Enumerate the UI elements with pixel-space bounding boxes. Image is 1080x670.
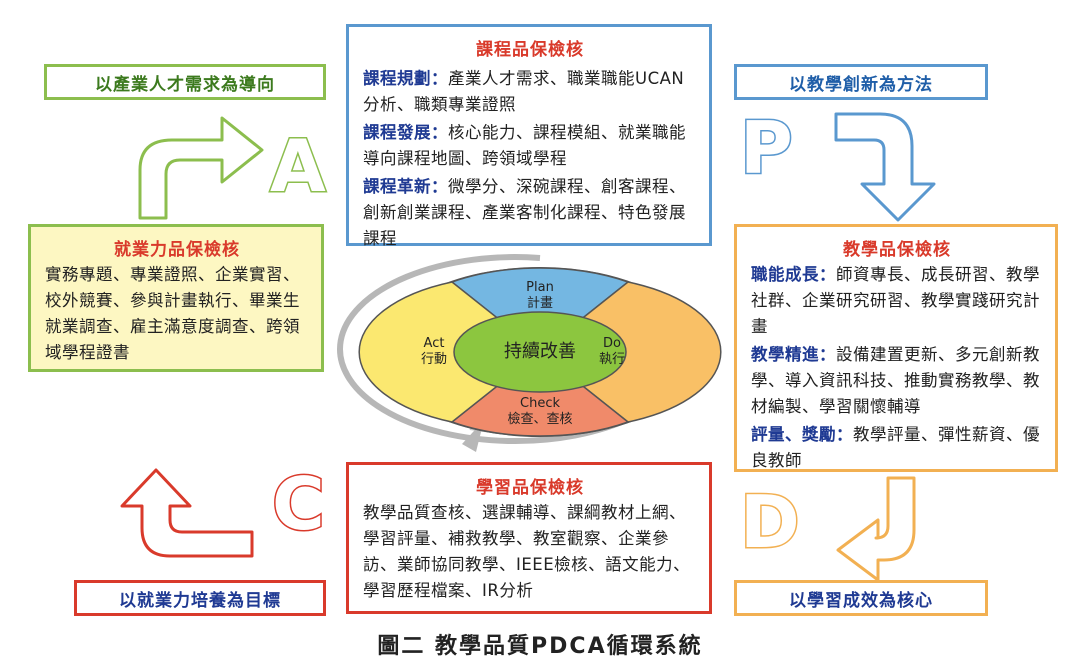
label-teaching-innovation: 以教學創新為方法	[734, 64, 988, 100]
label-employability-goal: 以就業力培養為目標	[74, 580, 326, 616]
course-item-development: 課程發展：核心能力、課程模組、就業職能導向課程地圖、跨領域學程	[363, 123, 686, 168]
check-segment	[450, 351, 630, 437]
teaching-item-evaluation: 評量、獎勵：教學評量、彈性薪資、優良教師	[751, 425, 1040, 470]
employability-panel-title: 就業力品保檢核	[114, 240, 240, 260]
label-learning-outcome: 以學習成效為核心	[734, 580, 988, 616]
act-label: Act 行動	[420, 336, 447, 367]
figure-caption: 圖二 教學品質PDCA循環系統	[377, 634, 703, 659]
employability-quality-panel: 就業力品保檢核 實務專題、專業證照、企業實習、校外競賽、參與計畫執行、畢業生就業…	[28, 224, 324, 372]
plan-label: Plan 計畫	[526, 280, 554, 311]
teaching-item-growth: 職能成長：師資專長、成長研習、教學社群、企業研究研習、教學實踐研究計畫	[751, 265, 1040, 336]
letter-a: A	[269, 124, 328, 208]
teaching-panel-title: 教學品保檢核	[843, 240, 951, 260]
pdca-cycle	[337, 254, 722, 452]
check-label: Check 檢查、查核	[507, 396, 573, 427]
blue-bent-arrow	[834, 112, 936, 222]
course-quality-panel: 課程品保檢核 課程規劃：產業人才需求、職業職能UCAN分析、職類專業證照 課程發…	[346, 24, 712, 248]
letter-p: P	[739, 106, 795, 190]
green-bent-arrow	[138, 116, 264, 220]
center-ellipse	[453, 311, 627, 393]
center-label: 持續改善	[504, 341, 576, 362]
course-panel-title: 課程品保檢核	[476, 40, 584, 60]
label-industry-demand: 以產業人才需求為導向	[44, 64, 326, 100]
teaching-item-refine: 教學精進：設備建置更新、多元創新教學、導入資訊科技、推動實務教學、教材編製、學習…	[751, 345, 1040, 416]
plan-segment	[450, 267, 630, 353]
letter-c: C	[271, 462, 327, 546]
learning-quality-panel: 學習品保檢核 教學品質查核、選課輔導、課綱教材上網、學習評量、補救教學、教室觀察…	[346, 462, 712, 614]
teaching-quality-panel: 教學品保檢核 職能成長：師資專長、成長研習、教學社群、企業研究研習、教學實踐研究…	[734, 224, 1058, 472]
letter-d: D	[739, 480, 802, 564]
employability-body: 實務專題、專業證照、企業實習、校外競賽、參與計畫執行、畢業生就業調查、雇主滿意度…	[45, 265, 300, 362]
course-item-planning: 課程規劃：產業人才需求、職業職能UCAN分析、職類專業證照	[363, 69, 685, 114]
learning-body: 教學品質查核、選課輔導、課綱教材上網、學習評量、補救教學、教室觀察、企業參訪、業…	[363, 503, 691, 600]
learning-panel-title: 學習品保檢核	[476, 478, 584, 498]
course-item-innovation: 課程革新：微學分、深碗課程、創客課程、創新創業課程、產業客制化課程、特色發展課程	[363, 177, 686, 248]
red-bent-arrow	[120, 468, 254, 558]
do-label: Do 執行	[598, 336, 625, 367]
orange-bent-arrow	[836, 476, 916, 582]
act-segment	[358, 281, 542, 423]
